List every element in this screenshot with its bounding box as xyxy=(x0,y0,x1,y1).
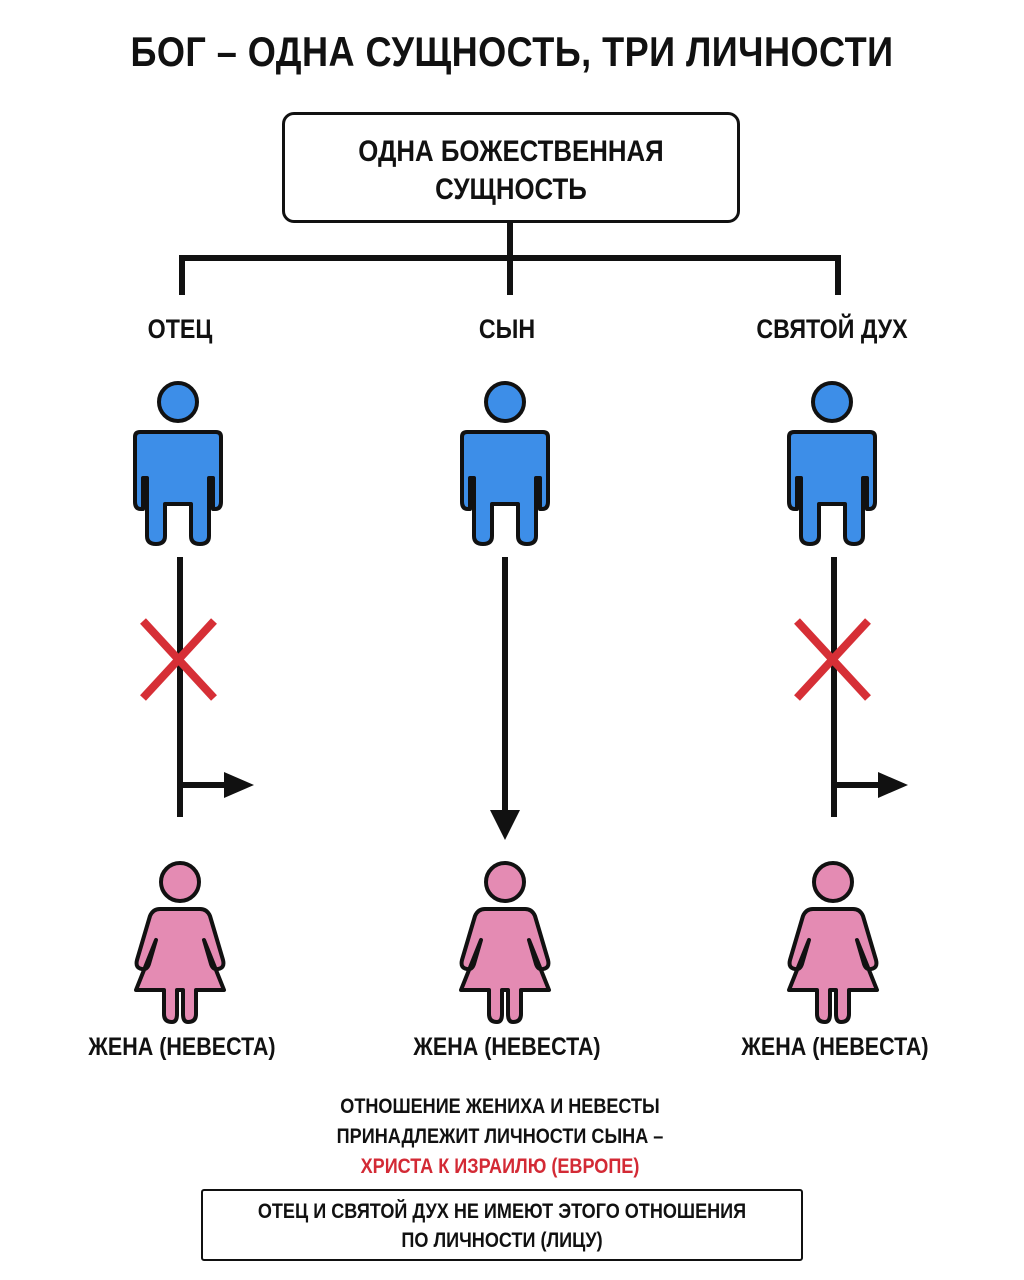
bride-label-father: ЖЕНА (НЕВЕСТА) xyxy=(88,1033,276,1061)
cross-mark-icon xyxy=(140,618,217,701)
bride-label-son: ЖЕНА (НЕВЕСТА) xyxy=(413,1033,601,1061)
conclusion-line-1: ОТЕЦ И СВЯТОЙ ДУХ НЕ ИМЕЮТ ЭТОГО ОТНОШЕН… xyxy=(257,1200,747,1223)
male-person-icon xyxy=(460,381,550,546)
female-person-icon xyxy=(459,861,551,1024)
holy-spirit-arrowhead-icon xyxy=(878,772,908,798)
brides-group xyxy=(134,861,879,1024)
essence-label: ОДНА БОЖЕСТВЕННАЯ СУЩНОСТЬ xyxy=(317,133,706,209)
tree-connectors xyxy=(179,220,841,295)
conclusion-text: ОТЕЦ И СВЯТОЙ ДУХ НЕ ИМЕЮТ ЭТОГО ОТНОШЕН… xyxy=(245,1197,759,1255)
female-person-icon xyxy=(134,861,226,1024)
son-arrowhead-icon xyxy=(490,810,520,840)
conclusion-box: ОТЕЦ И СВЯТОЙ ДУХ НЕ ИМЕЮТ ЭТОГО ОТНОШЕН… xyxy=(201,1189,803,1261)
crosses xyxy=(140,618,871,701)
conclusion-line-2: ПО ЛИЧНОСТИ (ЛИЦУ) xyxy=(401,1229,603,1252)
essence-box: ОДНА БОЖЕСТВЕННАЯ СУЩНОСТЬ xyxy=(282,112,740,223)
male-person-icon xyxy=(787,381,877,546)
female-person-icon xyxy=(787,861,879,1024)
bride-label-holy-spirit: ЖЕНА (НЕВЕСТА) xyxy=(741,1033,929,1061)
cross-mark-icon xyxy=(794,618,871,701)
relation-note: ОТНОШЕНИЕ ЖЕНИХА И НЕВЕСТЫ ПРИНАДЛЕЖИТ Л… xyxy=(70,1092,930,1182)
relation-lines xyxy=(177,557,882,817)
male-person-icon xyxy=(133,381,223,546)
page-title: БОГ – ОДНА СУЩНОСТЬ, ТРИ ЛИЧНОСТИ xyxy=(130,28,894,75)
essence-line-1: ОДНА БОЖЕСТВЕННАЯ xyxy=(358,135,664,168)
person-label-son: СЫН xyxy=(478,314,536,344)
essence-line-2: СУЩНОСТЬ xyxy=(435,173,587,206)
note-line-1: ОТНОШЕНИЕ ЖЕНИХА И НЕВЕСТЫ xyxy=(340,1095,660,1118)
father-arrowhead-icon xyxy=(224,772,254,798)
arrowheads xyxy=(224,772,908,840)
persons-group xyxy=(133,381,877,546)
person-label-holy-spirit: СВЯТОЙ ДУХ xyxy=(756,314,908,344)
note-line-2: ПРИНАДЛЕЖИТ ЛИЧНОСТИ СЫНА – xyxy=(336,1125,664,1148)
note-line-3-highlight: ХРИСТА К ИЗРАИЛЮ (ЕВРОПЕ) xyxy=(360,1155,640,1178)
person-label-father: ОТЕЦ xyxy=(147,314,213,344)
